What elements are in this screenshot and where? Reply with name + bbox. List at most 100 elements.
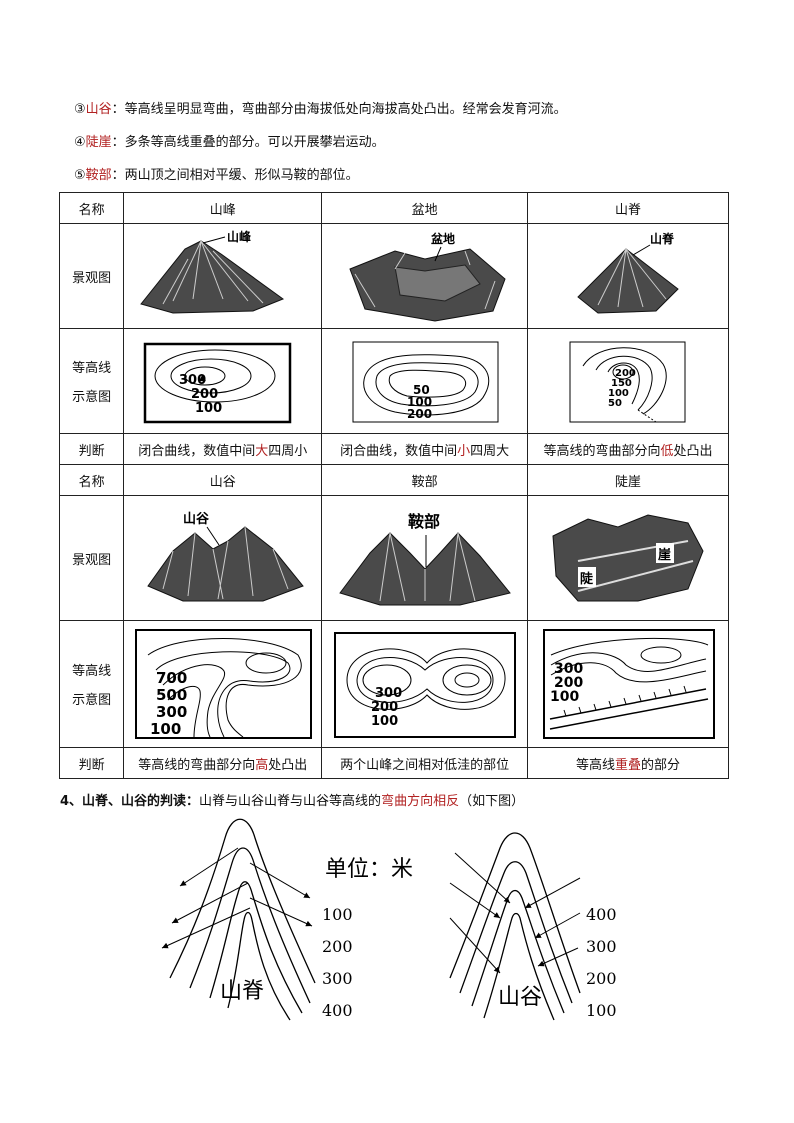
- table-row: 景观图 山峰 盆地 山脊: [58, 223, 729, 329]
- judgment-text: 等高线的弯曲部分向: [543, 443, 661, 459]
- row-label: 判断: [58, 747, 125, 779]
- contour-cell: 300 200 100: [321, 620, 529, 748]
- contour-value: 200: [615, 368, 636, 379]
- section4-text: （如下图）: [459, 794, 525, 809]
- contour-value: 100: [407, 395, 432, 409]
- row-label-line2: 示意图: [72, 693, 112, 708]
- circled-number: ④: [74, 135, 86, 150]
- judgment-cell: 等高线重叠的部分: [527, 747, 729, 779]
- row-label: 景观图: [58, 495, 125, 621]
- contour-cell: 300 200 100: [527, 620, 729, 748]
- contour-cell: 200 150 100 50: [527, 328, 729, 434]
- contour-value: 300: [554, 661, 583, 677]
- ridge-contours: [169, 818, 316, 1021]
- judgment-highlight: 高: [255, 757, 269, 773]
- contour-value: 300: [156, 703, 187, 721]
- peak-triangle-icon: ▲: [199, 373, 206, 383]
- section4-highlight: 弯曲方向相反: [381, 794, 460, 809]
- term-saddle: 鞍部: [85, 168, 112, 183]
- valley-label: 山谷: [498, 985, 542, 1010]
- contour-value: 100: [371, 714, 398, 729]
- intro-line-valley: ③山谷：等高线呈明显弯曲，弯曲部分由海拔低处向海拔高处凸出。经常会发育河流。: [74, 101, 567, 119]
- valley-value: 300: [586, 937, 617, 956]
- intro-line-saddle: ⑤鞍部：两山顶之间相对平缓、形似马鞍的部位。: [74, 167, 359, 185]
- unit-label: 单位：米: [325, 857, 413, 882]
- judgment-cell: 闭合曲线，数值中间小四周大: [321, 433, 529, 465]
- landscape-label: 山谷: [183, 511, 210, 527]
- row-label: 等高线示意图: [58, 328, 125, 434]
- landscape-cell: 盆地: [321, 223, 529, 329]
- row-label: 名称: [58, 464, 125, 496]
- ridge-value: 400: [322, 1001, 353, 1020]
- row-label: 判断: [58, 433, 125, 465]
- judgment-text: 闭合曲线，数值中间: [138, 443, 256, 459]
- ridge-label: 山脊: [220, 979, 264, 1004]
- section4-caption: 4、山脊、山谷的判读：山脊与山谷山脊与山谷等高线的弯曲方向相反（如下图）: [60, 790, 524, 809]
- judgment-cell: 闭合曲线，数值中间大四周小: [123, 433, 323, 465]
- row-label-line1: 等高线: [72, 361, 112, 376]
- valley-arrows: [449, 852, 581, 974]
- judgment-text: 四周小: [268, 443, 308, 459]
- row-label: 等高线示意图: [58, 620, 125, 748]
- intro-line-cliff: ④陡崖：多条等高线重叠的部分。可以开展攀岩运动。: [74, 134, 385, 152]
- table-row: 等高线示意图 700 500 300 100: [58, 620, 729, 748]
- contour-value: 200: [554, 675, 583, 691]
- table-row: 判断 等高线的弯曲部分向高处凸出 两个山峰之间相对低洼的部位 等高线重叠的部分: [58, 747, 729, 779]
- name-cell: 山脊: [527, 192, 729, 224]
- contour-value: 200: [191, 387, 218, 402]
- valley-values: 400 300 200 100: [586, 905, 617, 1020]
- contour-value: 50: [608, 398, 622, 409]
- judgment-text: 两个山峰之间相对低洼的部位: [340, 757, 510, 773]
- contour-value: 100: [608, 388, 629, 399]
- ridge-valley-figure: 山脊 100 200 300 400 单位：米 山谷 400 300 200 1…: [161, 818, 617, 1021]
- contour-value: 300: [179, 373, 206, 388]
- table-row: 等高线示意图 ▲ 300 200 100 50 100 200: [58, 328, 729, 434]
- landscape-label: 崖: [658, 547, 671, 563]
- judgment-cell: 等高线的弯曲部分向高处凸出: [123, 747, 323, 779]
- name-cell: 陡崖: [527, 464, 729, 496]
- judgment-highlight: 低: [660, 443, 674, 459]
- valley-contours: [449, 832, 581, 1021]
- table-row: 景观图 山谷 鞍部 陡: [58, 495, 729, 621]
- judgment-text: 四周大: [470, 443, 510, 459]
- peak-contour-map: ▲ 300 200 100: [143, 342, 291, 424]
- judgment-text: 闭合曲线，数值中间: [340, 443, 458, 459]
- table-row: 名称 山峰 盆地 山脊: [58, 192, 729, 224]
- table-row: 判断 闭合曲线，数值中间大四周小 闭合曲线，数值中间小四周大 等高线的弯曲部分向…: [58, 433, 729, 465]
- contour-value: 50: [413, 383, 430, 397]
- table-row: 名称 山谷 鞍部 陡崖: [58, 464, 729, 496]
- contour-value: 300: [375, 686, 402, 701]
- saddle-contour-map: 300 200 100: [334, 632, 517, 738]
- intro-text: ：等高线呈明显弯曲，弯曲部分由海拔低处向海拔高处凸出。经常会发育河流。: [111, 102, 567, 117]
- judgment-highlight: 重叠: [615, 757, 642, 773]
- ridge-value: 100: [322, 905, 353, 924]
- cliff-landscape-image: 陡 崖: [552, 513, 704, 601]
- contour-cell: 700 500 300 100: [123, 620, 323, 748]
- contour-value: 700: [156, 669, 187, 687]
- name-cell: 山峰: [123, 192, 323, 224]
- contour-value: 100: [150, 720, 181, 738]
- intro-text: ：多条等高线重叠的部分。可以开展攀岩运动。: [111, 135, 385, 150]
- name-cell: 山谷: [123, 464, 323, 496]
- contour-value: 500: [156, 686, 187, 704]
- landscape-cell: 陡 崖: [527, 495, 729, 621]
- valley-contour-map: 700 500 300 100: [134, 629, 312, 739]
- section4-text: 山脊与山谷山脊与山谷等高线的: [199, 794, 382, 809]
- ridge-landscape-image: 山脊: [577, 231, 679, 314]
- ridge-arrows: [161, 847, 313, 949]
- valley-landscape-image: 山谷: [146, 511, 304, 601]
- contour-value: 100: [195, 401, 222, 416]
- name-cell: 盆地: [321, 192, 529, 224]
- judgment-text: 处凸出: [268, 757, 308, 773]
- circled-number: ⑤: [74, 168, 86, 183]
- ridge-contour-map: 200 150 100 50: [569, 341, 686, 423]
- judgment-text: 的部分: [641, 757, 681, 773]
- contour-cell: 50 100 200: [321, 328, 529, 434]
- ridge-value: 200: [322, 937, 353, 956]
- name-cell: 鞍部: [321, 464, 529, 496]
- landscape-label: 山峰: [227, 229, 252, 244]
- intro-text: ：两山顶之间相对平缓、形似马鞍的部位。: [111, 168, 359, 183]
- saddle-landscape-image: 鞍部: [338, 512, 511, 605]
- judgment-highlight: 大: [255, 443, 269, 459]
- ridge-value: 300: [322, 969, 353, 988]
